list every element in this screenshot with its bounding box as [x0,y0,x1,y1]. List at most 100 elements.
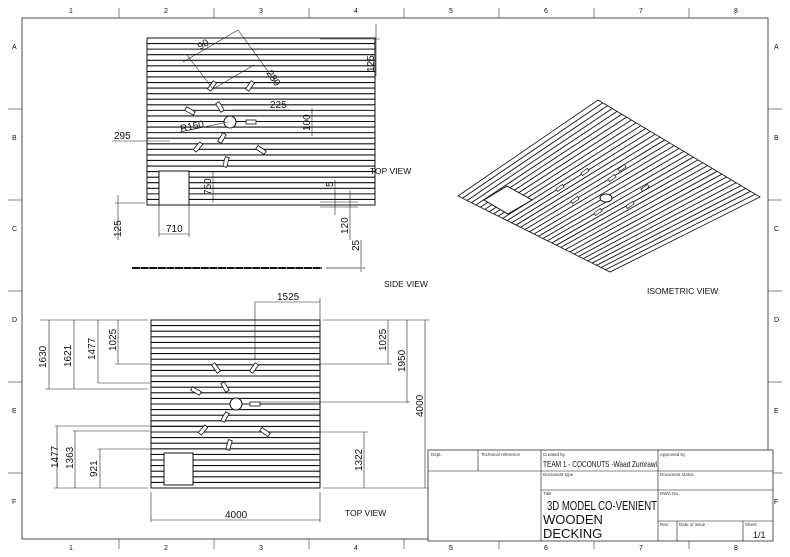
iso-slot [555,183,565,193]
doc-type-label: Document type [543,472,574,477]
dim-4000-vertical: 4000 [415,394,426,417]
iso-plank-line [569,170,718,253]
slot [248,362,260,374]
iso-plank-line [515,136,661,226]
sheet-label: Sheet [745,522,758,527]
side-view-label: SIDE VIEW [384,279,428,289]
iso-plank-line [542,153,689,239]
row-label: D [774,317,779,324]
dim-25: 25 [351,239,362,251]
iso-plank-line [511,133,656,224]
iso-hatch [483,185,534,215]
iso-slot [570,195,580,205]
iso-slot [607,173,617,183]
iso-plank-line [574,173,723,255]
isometric-planks [462,102,756,271]
slot [222,156,230,168]
iso-plank-line [533,148,680,235]
isometric-view-label: ISOMETRIC VIEW [647,286,718,296]
slot [259,426,271,438]
row-label: D [12,317,17,324]
dim-225: 225 [270,100,287,111]
iso-plank-line [520,139,665,228]
iso-plank-line [524,142,670,230]
row-label: F [774,499,778,506]
dim-1025-left: 1025 [108,328,119,351]
top-view-label: TOP VIEW [370,166,411,176]
access-hatch [158,170,190,206]
date-of-issue-label: Date of issue [679,522,706,527]
dwg-no-label: DWG No. [660,491,679,496]
dimensioned-view-slots [190,362,271,451]
iso-plank-line [560,165,708,248]
center-hole [223,115,237,129]
slot [190,386,202,396]
slot [249,401,261,407]
dim-100: 100 [302,114,313,131]
dim-1477-bottom: 1477 [50,445,61,468]
slot [184,106,196,116]
side-view: SIDE VIEW [132,267,428,289]
bottom-dimension-lines [40,298,430,522]
dim-1363: 1363 [65,446,76,469]
iso-slot [593,207,603,217]
row-label: A [12,44,17,51]
dim-1025-right: 1025 [378,328,389,351]
column-label: 8 [734,545,738,552]
iso-plank-line [596,188,746,266]
iso-plank-line [591,185,742,264]
dim-710: 710 [166,224,183,235]
row-label: E [12,408,17,415]
slot [215,101,225,113]
created-by-label: Created by [543,452,566,457]
title-line-3: DECKING [543,526,602,541]
iso-plank-line [466,105,608,201]
iso-plank-line [600,190,751,268]
approved-by-label: Approved by [660,452,686,457]
dim-125-top: 125 [366,55,377,72]
iso-plank-line [565,168,713,251]
slot [225,439,233,451]
dimensioned-top-view: 1525 1630 1621 1477 1025 1025 1950 4000 … [38,292,430,522]
iso-plank-line [529,145,675,233]
column-label: 7 [639,8,643,15]
column-label: 2 [164,545,168,552]
row-label: F [12,499,16,506]
dim-1525: 1525 [277,292,300,303]
dim-120: 120 [340,217,351,234]
iso-plank-line [605,193,756,271]
slot [192,141,204,153]
column-label: 3 [259,545,263,552]
top-view-slots [184,80,267,168]
top-view: 90 280 225 100 R150 295 750 125 5 120 25… [112,24,411,272]
column-label: 4 [354,545,358,552]
bottom-top-view-label: TOP VIEW [345,508,386,518]
title-line-1: 3D MODEL CO-VENIENT [547,499,657,513]
title-line-2: WOODEN [543,512,603,527]
column-label: 3 [259,8,263,15]
row-label: A [774,44,779,51]
dept-label: Dept. [431,452,442,457]
iso-plank-line [578,176,727,257]
iso-plank-line [475,111,618,206]
dim-4000-horizontal: 4000 [225,510,248,521]
column-label: 6 [544,8,548,15]
drawing-frame [21,17,769,540]
column-label: 2 [164,8,168,15]
iso-plank-line [471,108,613,204]
row-label: E [774,408,779,415]
dim-921: 921 [89,460,100,477]
bottom-access-hatch [163,452,194,486]
slot [206,80,218,92]
iso-slot [625,200,635,210]
dim-1621: 1621 [63,344,74,367]
column-label: 6 [544,545,548,552]
iso-center-hole [599,193,613,203]
isometric-view: ISOMETRIC VIEW [457,99,761,296]
dim-295: 295 [114,131,131,142]
row-label: B [774,135,779,142]
dim-125-left: 125 [113,220,124,237]
slot [220,381,230,393]
